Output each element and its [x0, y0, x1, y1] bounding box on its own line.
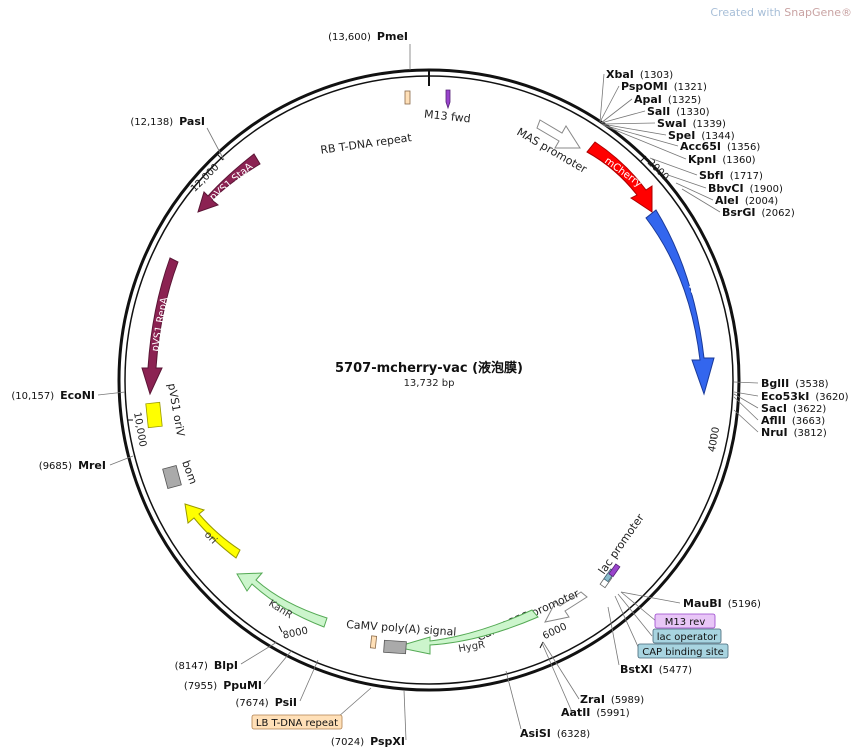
site-sali: SalI(1330) — [647, 105, 710, 118]
site-bsrgi: BsrGI(2062) — [722, 206, 795, 219]
site-spei: SpeI(1344) — [668, 129, 735, 142]
site-blpi: (8147)BlpI — [175, 659, 238, 672]
site-aflii: AflII(3663) — [761, 414, 825, 427]
rb-tdna-repeat-feature — [404, 90, 411, 105]
camv-polya-label: CaMV poly(A) signal — [346, 618, 457, 639]
site-alei: AleI(2004) — [715, 194, 778, 207]
site-bstxi: BstXI(5477) — [620, 663, 692, 676]
mas-promoter-arrow — [536, 119, 581, 149]
watermark-brand: SnapGene® — [784, 6, 852, 19]
site-econi: (10,157)EcoNI — [11, 389, 95, 402]
site-bglii: BglII(3538) — [761, 377, 829, 390]
site-pspomi: PspOMI(1321) — [621, 80, 707, 93]
lb-tdna-repeat-box — [251, 714, 343, 730]
tick-mark-8000 — [278, 625, 283, 633]
site-ppumi: (7955)PpuMI — [184, 679, 262, 692]
hygr-feature — [395, 609, 539, 655]
site-mrei: (9685)MreI — [39, 459, 106, 472]
tick-mark-6000 — [539, 641, 544, 649]
mcherry-label: mCherry — [602, 156, 643, 190]
lac-operator-label: lac operator — [657, 632, 718, 643]
site-swai: SwaI(1339) — [657, 117, 726, 130]
site-maubi: MauBI(5196) — [683, 597, 761, 610]
site-eco53ki: Eco53kI(3620) — [761, 390, 849, 403]
tick-8000: 8000 — [282, 626, 309, 642]
camv-polya-feature — [383, 639, 407, 655]
vac-feature — [645, 209, 715, 396]
m13-rev-label: M13 rev — [665, 617, 706, 628]
site-asisi: AsiSI(6328) — [520, 727, 590, 740]
lac-operator-box — [652, 628, 722, 644]
lb-tdna-repeat-feature — [369, 635, 378, 649]
tick-10000: 10,000 — [131, 411, 148, 447]
m13-fwd-label: M13 fwd — [423, 108, 471, 126]
bom-label: bom — [179, 459, 200, 486]
site-pmei: (13,600)PmeI — [328, 30, 408, 43]
pvs1-oriv-label: pVS1 oriV — [165, 382, 187, 438]
site-pspxi: (7024)PspXI — [331, 735, 405, 748]
tick-4000: 4000 — [707, 426, 722, 453]
site-apai: ApaI(1325) — [634, 93, 701, 106]
plasmid-title: 5707-mcherry-vac (液泡膜) — [335, 360, 523, 376]
tick-6000: 6000 — [541, 621, 569, 642]
m13-rev-box — [654, 613, 716, 629]
tick-mark-12000 — [217, 154, 224, 161]
rb-tdna-repeat-label: RB T-DNA repeat — [320, 131, 414, 157]
site-nrui: NruI(3812) — [761, 426, 827, 439]
ori-feature — [184, 503, 241, 559]
camv35s-promoter-arrow — [544, 591, 588, 623]
kanr-feature — [236, 572, 328, 628]
pvs1-staa-feature — [197, 153, 261, 213]
site-bbvci: BbvCI(1900) — [708, 182, 783, 195]
mcherry-feature — [586, 141, 653, 213]
plasmid-size: 13,732 bp — [404, 378, 455, 389]
snapgene-watermark: Created with SnapGene® — [710, 6, 852, 19]
site-saci: SacI(3622) — [761, 402, 826, 415]
cap-binding-site-label: CAP binding site — [642, 647, 724, 658]
site-psii: (7674)PsiI — [235, 696, 297, 709]
site-acc65i: Acc65I(1356) — [680, 140, 760, 153]
site-aatii: AatII(5991) — [561, 706, 630, 719]
cap-binding-site-box — [637, 643, 729, 659]
lac-promoter-label: lac promoter — [596, 511, 647, 577]
pvs1-oriv-feature — [145, 401, 163, 429]
bom-feature — [162, 465, 182, 489]
site-leader-lines — [97, 44, 759, 741]
site-xbai: XbaI(1303) — [606, 68, 673, 81]
hygr-label: HygR — [458, 639, 486, 654]
m13-rev-feature — [608, 563, 621, 578]
site-sbfi: SbfI(1717) — [699, 169, 763, 182]
lb-tdna-repeat-label: LB T-DNA repeat — [256, 718, 338, 729]
pvs1-repa-feature — [141, 257, 179, 396]
tick-mark-2000 — [639, 155, 647, 163]
site-kpni: KpnI(1360) — [688, 153, 756, 166]
site-zrai: ZraI(5989) — [580, 693, 644, 706]
watermark-prefix: Created with — [710, 6, 785, 19]
site-pasi: (12,138)PasI — [130, 115, 205, 128]
m13-fwd-feature — [445, 89, 451, 110]
